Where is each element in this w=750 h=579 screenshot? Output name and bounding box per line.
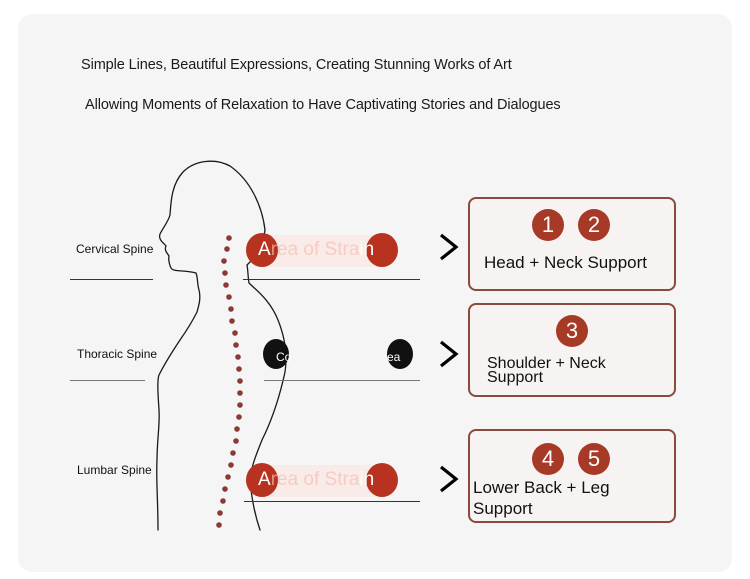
spine-dot [220, 498, 226, 504]
support-box-title: Head + Neck Support [484, 253, 648, 272]
spine-dot [217, 510, 223, 516]
spine-dot [235, 354, 241, 360]
strain-dot-left [246, 233, 278, 267]
spine-dot [237, 402, 243, 408]
spine-label-cervical: Cervical Spine [76, 242, 154, 256]
spine-dot [224, 246, 230, 252]
spine-dot [223, 282, 229, 288]
badge-1: 1 [532, 209, 564, 241]
spine-dot [228, 462, 234, 468]
divider-thoracic-left [70, 380, 145, 381]
strain-area-lumbar: Area of Strain [246, 463, 398, 499]
spine-dot [237, 378, 243, 384]
spine-dot [225, 474, 231, 480]
spine-dot [236, 414, 242, 420]
badge-5: 5 [578, 443, 610, 475]
strain-dot-right [366, 463, 398, 497]
spine-dot [222, 486, 228, 492]
spine-dot [234, 426, 240, 432]
headline-primary: Simple Lines, Beautiful Expressions, Cre… [81, 57, 512, 73]
badge-2: 2 [578, 209, 610, 241]
support-box-lower-back-leg: 4 5 Lower Back + Leg Support [468, 429, 676, 523]
spine-dot [232, 330, 238, 336]
strain-label-end: ea [387, 350, 401, 364]
headline-secondary: Allowing Moments of Relaxation to Have C… [85, 97, 561, 113]
support-box-title: Shoulder + Neck Support [487, 355, 606, 386]
strain-area-cervical: Area of Strain [246, 233, 398, 269]
spine-dot [236, 366, 242, 372]
spine-dot [237, 390, 243, 396]
spine-dot [222, 270, 228, 276]
spine-dot [228, 306, 234, 312]
divider-cervical-left [70, 279, 153, 280]
badge-3: 3 [556, 315, 588, 347]
strain-label-start: Co [276, 350, 292, 364]
spine-dot [229, 318, 235, 324]
strain-dot-left [263, 339, 289, 369]
spine-dot [226, 235, 232, 241]
strain-dot-left [246, 463, 278, 497]
chevron-right-icon [440, 340, 459, 368]
strain-dot-right [366, 233, 398, 267]
chevron-right-icon [440, 233, 459, 261]
spine-dot [230, 450, 236, 456]
spine-dot [233, 342, 239, 348]
spine-label-thoracic: Thoracic Spine [77, 347, 158, 361]
badge-4: 4 [532, 443, 564, 475]
strain-dot-right [387, 339, 413, 369]
divider-thoracic-right [264, 380, 420, 381]
strain-label: Area of Strain [258, 239, 375, 260]
support-box-shoulder-neck: 3 Shoulder + Neck Support [468, 303, 676, 397]
support-box-title: Lower Back + Leg Support [473, 478, 610, 518]
chevron-right-icon [440, 465, 459, 493]
divider-lumbar-right [244, 501, 420, 502]
support-box-head-neck: 1 2 Head + Neck Support [468, 197, 676, 291]
spine-dot [226, 294, 232, 300]
spine-dot [216, 522, 222, 528]
spine-dot [221, 258, 227, 264]
spine-label-lumbar: Lumbar Spine [77, 463, 152, 477]
strain-area-thoracic: Co ea [263, 339, 413, 375]
spine-dot [233, 438, 239, 444]
dotted-spine-icon [216, 235, 243, 528]
strain-label: Area of Strain [258, 469, 375, 490]
divider-cervical-right [243, 279, 420, 280]
